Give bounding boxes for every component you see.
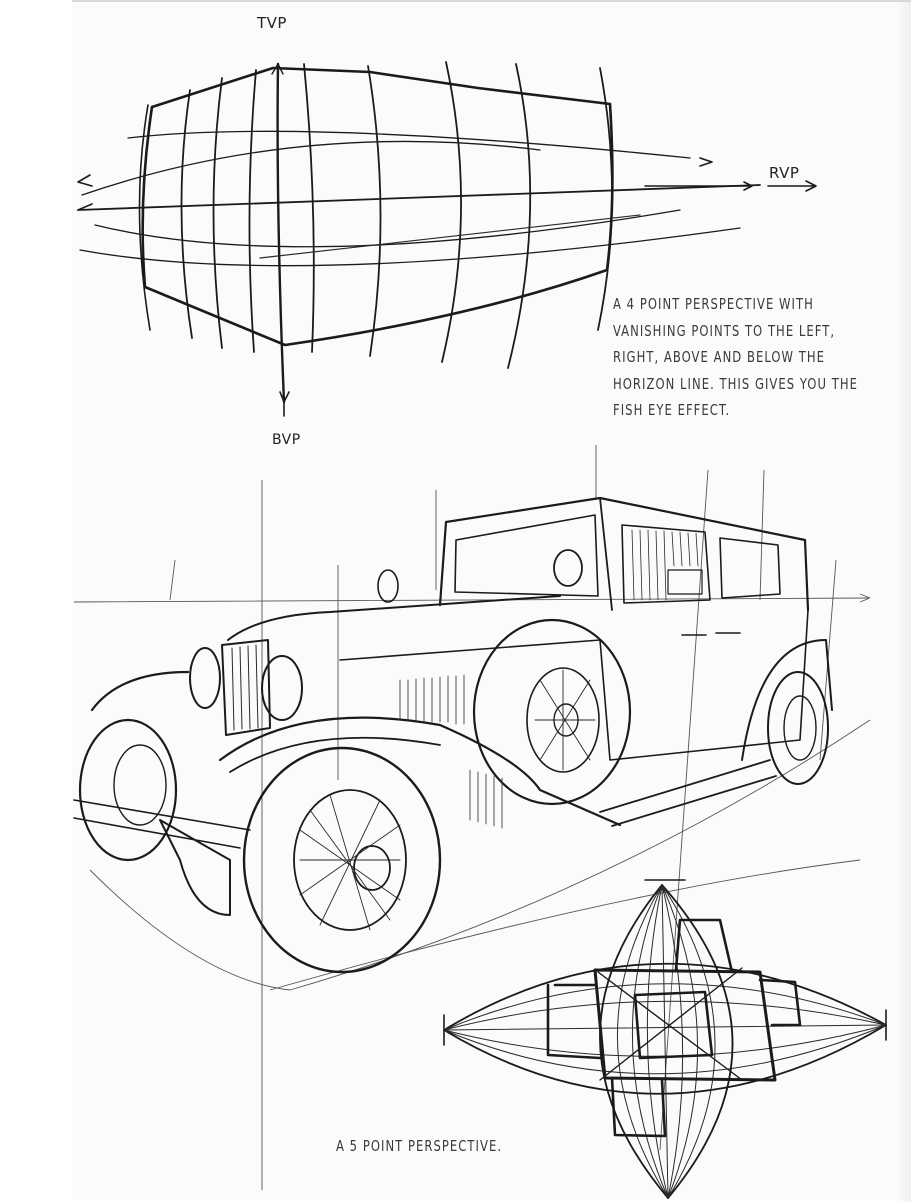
caption-line: HORIZON LINE. THIS GIVES YOU THE <box>613 374 858 393</box>
five-point-perspective-drawing <box>443 879 887 1199</box>
caption-line: A 4 POINT PERSPECTIVE WITH <box>613 295 814 313</box>
caption-line: RIGHT, ABOVE AND BELOW THE <box>613 348 826 366</box>
four-point-perspective-drawing <box>77 61 817 417</box>
page-edge-shadow <box>897 2 911 1202</box>
four-point-perspective-caption: A 4 POINT PERSPECTIVE WITH VANISHING POI… <box>613 291 858 424</box>
top-vanishing-point-label: TVP <box>257 14 287 32</box>
bottom-vanishing-point-label: BVP <box>272 432 301 448</box>
caption-line: FISH EYE EFFECT. <box>613 401 731 419</box>
five-point-perspective-caption: A 5 POINT PERSPECTIVE. <box>336 1137 503 1155</box>
caption-line: VANISHING POINTS TO THE LEFT, <box>613 321 836 340</box>
right-vanishing-point-label: RVP <box>769 164 800 182</box>
vintage-car-drawing <box>73 445 871 1190</box>
